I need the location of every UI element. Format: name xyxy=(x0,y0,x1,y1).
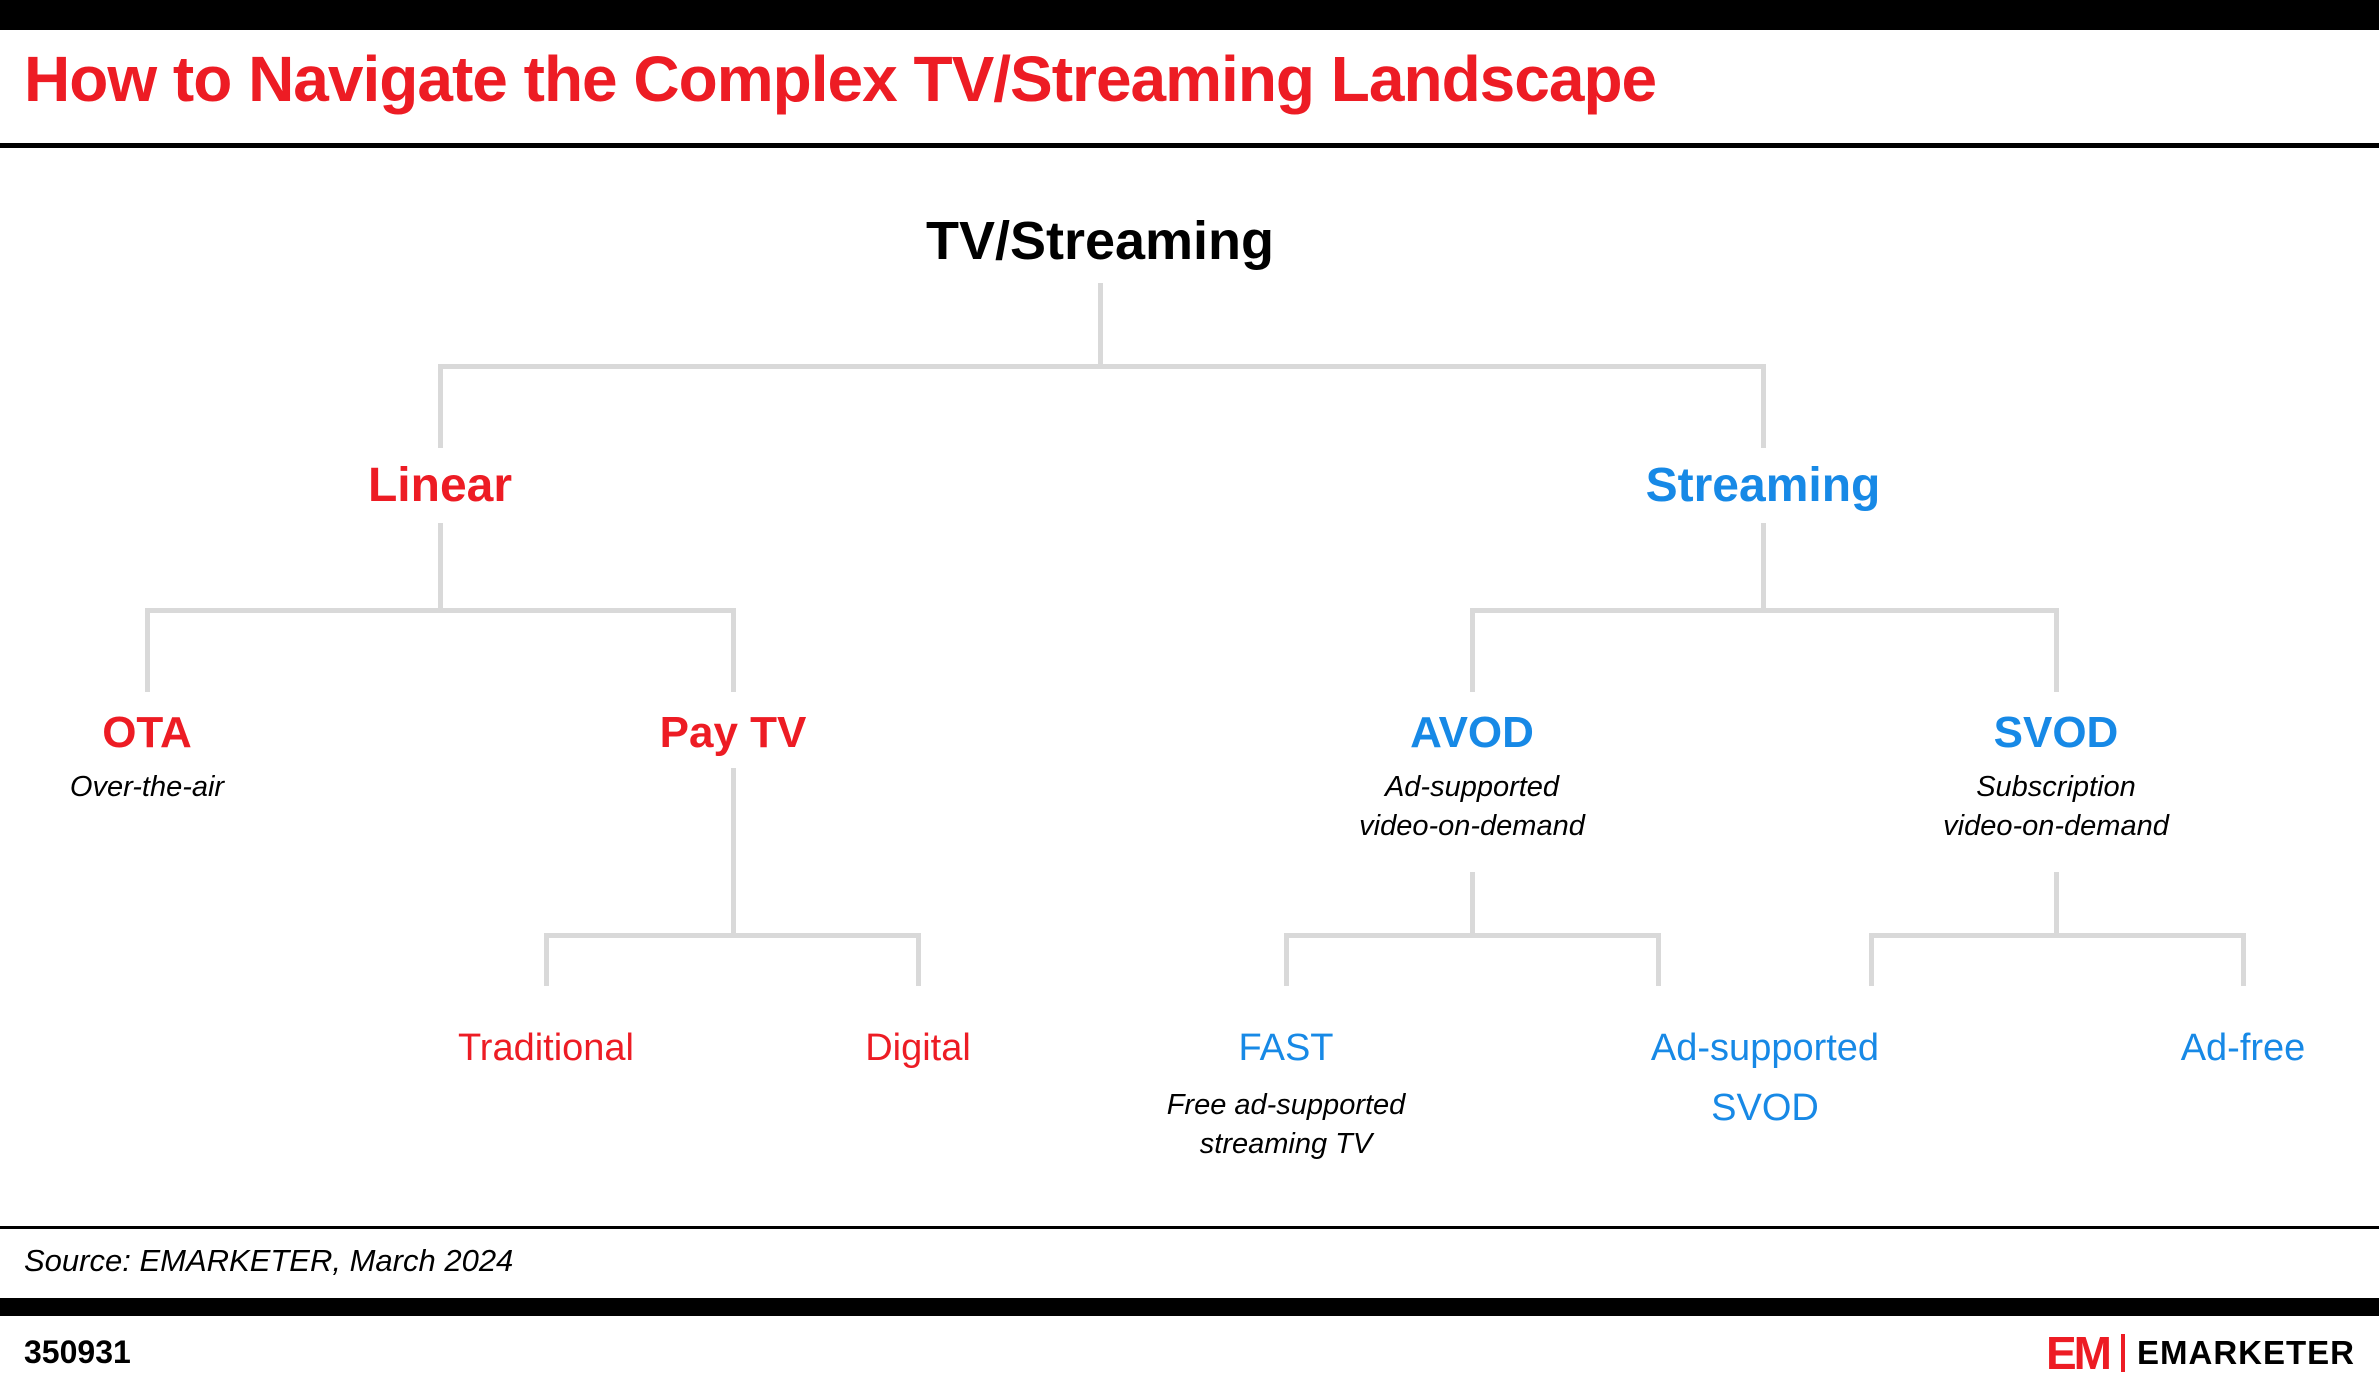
connector-to-digital xyxy=(916,933,921,986)
connector-to-ota xyxy=(145,608,150,692)
connector-to-adsupported-svod-left xyxy=(1656,933,1661,986)
node-streaming: Streaming xyxy=(1563,458,1963,514)
connector-paytv-drop xyxy=(731,768,736,933)
node-streaming-label: Streaming xyxy=(1645,459,1881,512)
emarketer-logo-mark-icon: EM xyxy=(2045,1326,2112,1379)
connector-to-adfree xyxy=(2241,933,2246,986)
top-black-bar xyxy=(0,0,2379,30)
node-ad-supported-svod: Ad-supported SVOD xyxy=(1590,1018,1940,1138)
connector-to-streaming xyxy=(1761,364,1766,448)
source-divider xyxy=(0,1226,2379,1229)
connector-level1-horizontal xyxy=(438,364,1766,369)
connector-svod-horizontal xyxy=(1869,933,2246,938)
node-traditional-label: Traditional xyxy=(457,1027,634,1069)
page-title: How to Navigate the Complex TV/Streaming… xyxy=(24,43,1657,115)
source-note: Source: EMARKETER, March 2024 xyxy=(24,1243,514,1278)
connector-to-adsupported-svod-right xyxy=(1869,933,1874,986)
connector-to-linear xyxy=(438,364,443,448)
node-svod-subtitle: Subscription video-on-demand xyxy=(1943,771,2169,842)
connector-to-paytv xyxy=(731,608,736,692)
node-traditional: Traditional xyxy=(396,1018,696,1078)
connector-to-traditional xyxy=(544,933,549,986)
node-ad-supported-svod-label: Ad-supported SVOD xyxy=(1650,1027,1880,1129)
node-digital-label: Digital xyxy=(865,1027,971,1069)
connector-avod-horizontal xyxy=(1284,933,1661,938)
chart-id: 350931 xyxy=(24,1334,131,1370)
connector-avod-drop xyxy=(1470,872,1475,933)
node-svod: SVOD Subscription video-on-demand xyxy=(1856,706,2256,846)
logo-divider xyxy=(2120,1333,2125,1372)
node-avod-subtitle: Ad-supported video-on-demand xyxy=(1359,771,1585,842)
node-avod: AVOD Ad-supported video-on-demand xyxy=(1272,706,1672,846)
node-fast-label: FAST xyxy=(1238,1027,1334,1069)
bottom-black-bar xyxy=(0,1298,2379,1316)
connector-linear-drop xyxy=(438,523,443,608)
node-pay-tv: Pay TV xyxy=(583,706,883,760)
connector-to-fast xyxy=(1284,933,1289,986)
node-tv-streaming-label: TV/Streaming xyxy=(925,211,1275,271)
connector-root-drop xyxy=(1098,283,1103,364)
emarketer-logo-wordmark: EMARKETER xyxy=(2136,1333,2355,1371)
connector-to-avod xyxy=(1470,608,1475,692)
node-linear-label: Linear xyxy=(367,459,513,512)
node-svod-label: SVOD xyxy=(1993,708,2119,757)
node-digital: Digital xyxy=(768,1018,1068,1078)
node-linear: Linear xyxy=(240,458,640,514)
connector-streaming-drop xyxy=(1761,523,1766,608)
emarketer-logo: EM EMARKETER xyxy=(2046,1330,2355,1376)
connector-paytv-horizontal xyxy=(544,933,921,938)
node-ota-subtitle: Over-the-air xyxy=(69,771,225,803)
connector-linear-horizontal xyxy=(145,608,736,613)
connector-svod-drop xyxy=(2054,872,2059,933)
node-ota-label: OTA xyxy=(102,708,192,757)
node-pay-tv-label: Pay TV xyxy=(659,708,807,757)
connector-streaming-horizontal xyxy=(1470,608,2059,613)
node-ota: OTA Over-the-air xyxy=(22,706,272,807)
connector-to-svod xyxy=(2054,608,2059,692)
title-divider xyxy=(0,143,2379,148)
footer: 350931 EM EMARKETER xyxy=(0,1316,2379,1389)
node-fast-subtitle: Free ad-supported streaming TV xyxy=(1166,1089,1406,1160)
node-avod-label: AVOD xyxy=(1410,708,1534,757)
node-ad-free-label: Ad-free xyxy=(2180,1027,2306,1069)
node-tv-streaming: TV/Streaming xyxy=(850,212,1350,270)
node-fast: FAST Free ad-supported streaming TV xyxy=(1111,1018,1461,1164)
node-ad-free: Ad-free xyxy=(2093,1018,2379,1078)
